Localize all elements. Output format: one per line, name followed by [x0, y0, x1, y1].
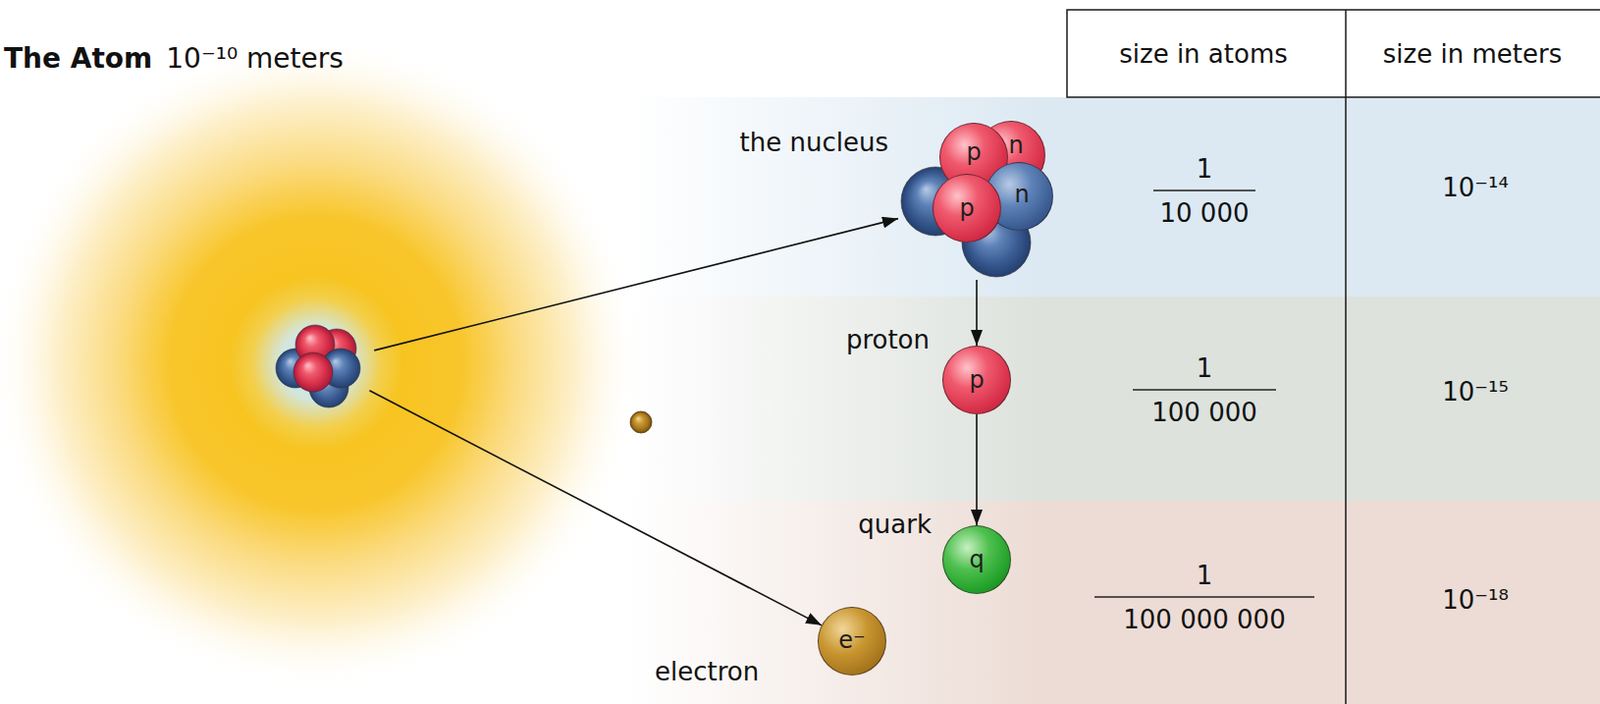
- size-in-meters: 10⁻¹⁵: [1441, 376, 1509, 408]
- text-holder: 1: [1196, 560, 1214, 591]
- text-holder: proton: [846, 324, 930, 356]
- text-holder: 100 000: [1151, 397, 1258, 428]
- node-heading: the nucleus: [740, 127, 889, 159]
- fraction-denominator: 100 000 000: [1122, 604, 1285, 636]
- arrow-connector: [373, 218, 899, 351]
- proton-ball: p: [932, 173, 1002, 243]
- fraction-numerator: 1: [1196, 154, 1214, 185]
- arrow-connector: [369, 390, 821, 626]
- particle-letter: n: [1008, 131, 1023, 160]
- fraction-bar: [1153, 189, 1256, 192]
- text-holder: The Atom: [3, 42, 153, 76]
- text-holder: 100 000 000: [1122, 604, 1285, 636]
- particle-letter: p: [965, 138, 981, 167]
- quark-band: [588, 500, 1600, 704]
- fraction-denominator: 10 000: [1160, 198, 1250, 229]
- nucleus-cluster: the nucleuspnpn: [898, 117, 1056, 280]
- proton-band: [588, 296, 1600, 501]
- fraction-denominator: 100 000: [1151, 397, 1258, 428]
- fraction-numerator: 1: [1196, 353, 1214, 384]
- text-holder: the nucleus: [740, 127, 889, 159]
- text-holder: 1: [1196, 154, 1214, 185]
- arrow-connector: [975, 414, 978, 526]
- fraction-bar: [1094, 595, 1315, 598]
- particle-letter: p: [968, 366, 984, 395]
- quark-particle: quarkq: [942, 525, 1012, 594]
- small-nucleus: [275, 324, 361, 408]
- atom-heading: The Atom: [3, 42, 153, 76]
- size-in-meters: 10⁻¹⁴: [1441, 172, 1509, 204]
- table-header: size in atoms: [1119, 39, 1288, 70]
- text-holder: p: [943, 346, 1011, 414]
- text-holder: e⁻: [818, 607, 886, 675]
- text-holder: p: [933, 174, 1001, 242]
- particle-letter: e⁻: [838, 626, 865, 655]
- text-holder: size in atoms: [1119, 39, 1288, 70]
- proton-particle: protonp: [942, 345, 1012, 415]
- electron-particle: electrone⁻: [817, 606, 887, 676]
- text-holder: size in meters: [1383, 39, 1562, 70]
- text-holder: electron: [654, 656, 759, 688]
- atom-size: 10⁻¹⁰ meters: [165, 42, 344, 76]
- electron-dot: [630, 411, 652, 433]
- text-holder: 10⁻¹⁸: [1441, 585, 1509, 616]
- particle-letter: p: [959, 194, 974, 223]
- text-holder: q: [943, 526, 1011, 593]
- table-header: size in meters: [1383, 39, 1562, 70]
- arrow-connector: [975, 279, 978, 346]
- text-holder: 10⁻¹⁰ meters: [165, 42, 344, 76]
- particle-letter: n: [1013, 180, 1029, 210]
- table-header-box: [1066, 9, 1600, 98]
- fraction-bar: [1132, 388, 1277, 391]
- atom-core: The Atom10⁻¹⁰ meters: [262, 307, 376, 422]
- fraction-numerator: 1: [1196, 560, 1214, 591]
- text-holder: 1: [1196, 353, 1214, 384]
- size-in-meters: 10⁻¹⁸: [1441, 585, 1509, 616]
- particle-letter: q: [968, 545, 984, 575]
- text-holder: 10⁻¹⁵: [1441, 376, 1509, 408]
- node-heading: electron: [654, 656, 759, 688]
- nucleus-band: [588, 97, 1600, 297]
- node-heading: quark: [857, 509, 932, 540]
- electron-cloud: [0, 37, 642, 690]
- table-divider: [1344, 9, 1347, 704]
- node-heading: proton: [846, 324, 930, 356]
- text-holder: quark: [857, 509, 932, 540]
- text-holder: 10 000: [1160, 198, 1250, 229]
- text-holder: 10⁻¹⁴: [1441, 172, 1509, 204]
